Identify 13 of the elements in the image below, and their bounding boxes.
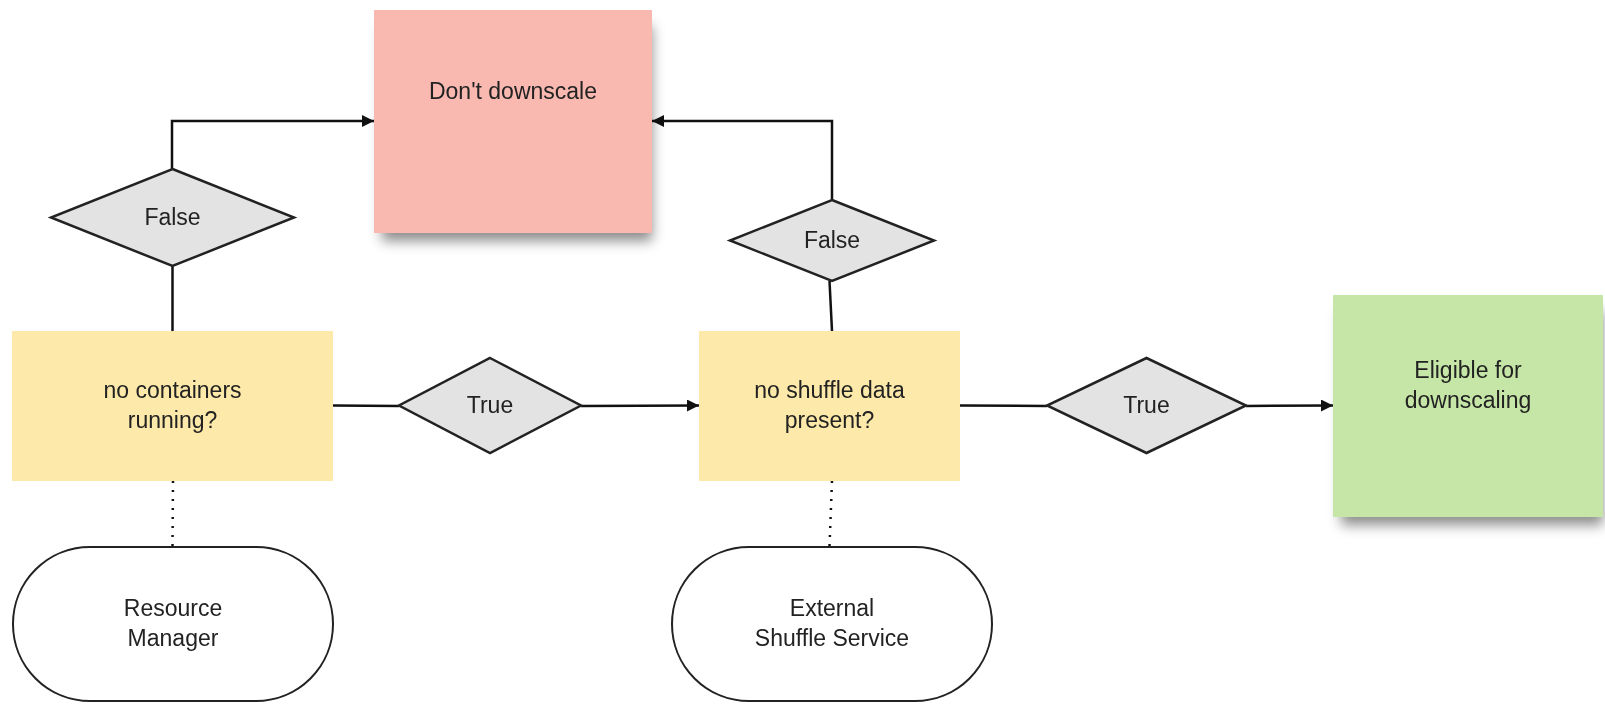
arrow bbox=[652, 115, 834, 200]
condition-box: no shuffle data present? bbox=[699, 331, 960, 481]
result-box: Eligible for downscaling bbox=[1333, 295, 1603, 517]
arrow bbox=[1246, 399, 1333, 412]
decision-diamond: True bbox=[399, 358, 581, 453]
condition-box: no containers running? bbox=[12, 331, 333, 481]
arrow bbox=[170, 115, 374, 169]
service-terminal: Resource Manager bbox=[12, 546, 334, 702]
decision-diamond: True bbox=[1047, 358, 1246, 453]
arrow bbox=[581, 399, 699, 412]
action-box: Don't downscale bbox=[374, 10, 652, 233]
service-terminal: External Shuffle Service bbox=[671, 546, 993, 702]
dotted-connector bbox=[828, 480, 834, 547]
